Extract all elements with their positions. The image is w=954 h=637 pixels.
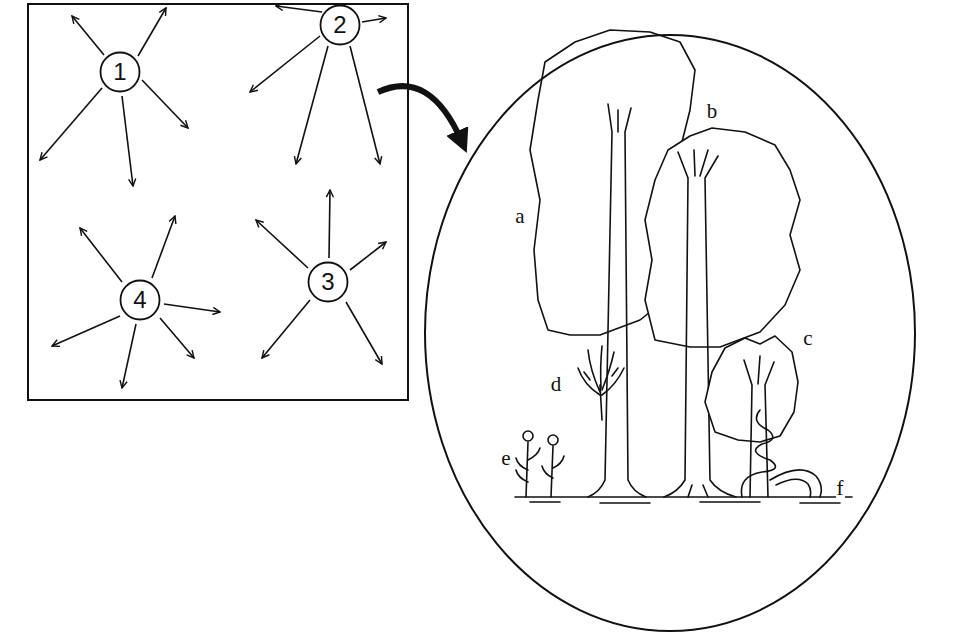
circle-number: 4 — [133, 288, 146, 312]
part-letter: c — [802, 328, 813, 349]
seed-tree-circle: 4 — [119, 279, 161, 321]
part-letter: f — [836, 478, 845, 499]
circle-number: 2 — [333, 13, 346, 37]
dispersal-arrows — [40, 6, 386, 388]
circle-number: 3 — [321, 270, 334, 294]
seed-tree-circle: 1 — [99, 51, 141, 93]
part-letter: e — [500, 448, 511, 469]
plot-frame — [28, 4, 408, 400]
zoom-circle — [425, 35, 915, 631]
seed-tree-circle: 2 — [319, 4, 361, 46]
zoom-arrow — [378, 86, 462, 142]
part-letter: d — [550, 374, 563, 395]
forest-strata — [515, 30, 852, 503]
seed-tree-circle: 3 — [307, 261, 349, 303]
circle-number: 1 — [113, 60, 126, 84]
part-letter: b — [706, 101, 719, 122]
part-letter: a — [514, 206, 525, 227]
